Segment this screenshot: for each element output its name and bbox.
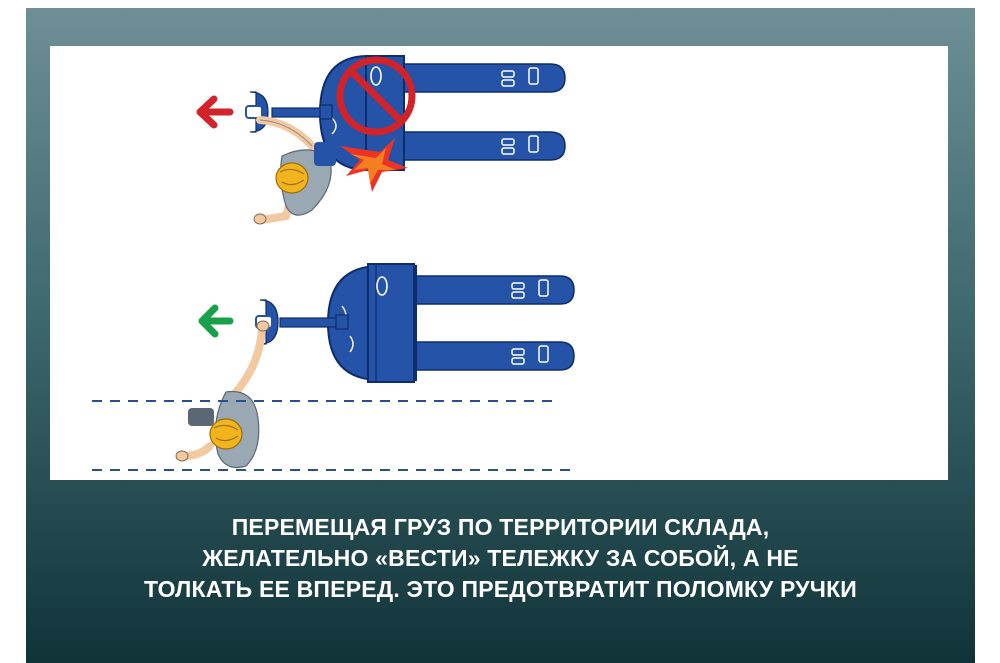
caption-line-2: ЖЕЛАТЕЛЬНО «ВЕСТИ» ТЕЛЕЖКУ ЗА СОБОЙ, А Н… — [202, 545, 799, 571]
prohibition-icon — [336, 56, 416, 136]
worker-pushing — [253, 116, 336, 225]
green-arrow-icon — [198, 304, 234, 338]
pallet-truck-wrong — [245, 55, 566, 171]
illustration-panel — [50, 46, 948, 480]
worker-pulling — [175, 320, 270, 469]
caption-line-1: ПЕРЕМЕЩАЯ ГРУЗ ПО ТЕРРИТОРИИ СКЛАДА, — [231, 514, 770, 540]
impact-burst-icon — [340, 138, 408, 192]
caption-line-3: ТОЛКАТЬ ЕЕ ВПЕРЕД. ЭТО ПРЕДОТВРАТИТ ПОЛО… — [143, 576, 858, 602]
red-arrow-icon — [196, 95, 234, 129]
pallet-truck-correct — [255, 263, 575, 383]
safety-caption: ПЕРЕМЕЩАЯ ГРУЗ ПО ТЕРРИТОРИИ СКЛАДА, ЖЕЛ… — [26, 512, 975, 605]
scene-wrong-pushing — [196, 55, 566, 225]
scene-correct-pulling — [92, 263, 575, 471]
illustration-svg — [92, 55, 575, 471]
